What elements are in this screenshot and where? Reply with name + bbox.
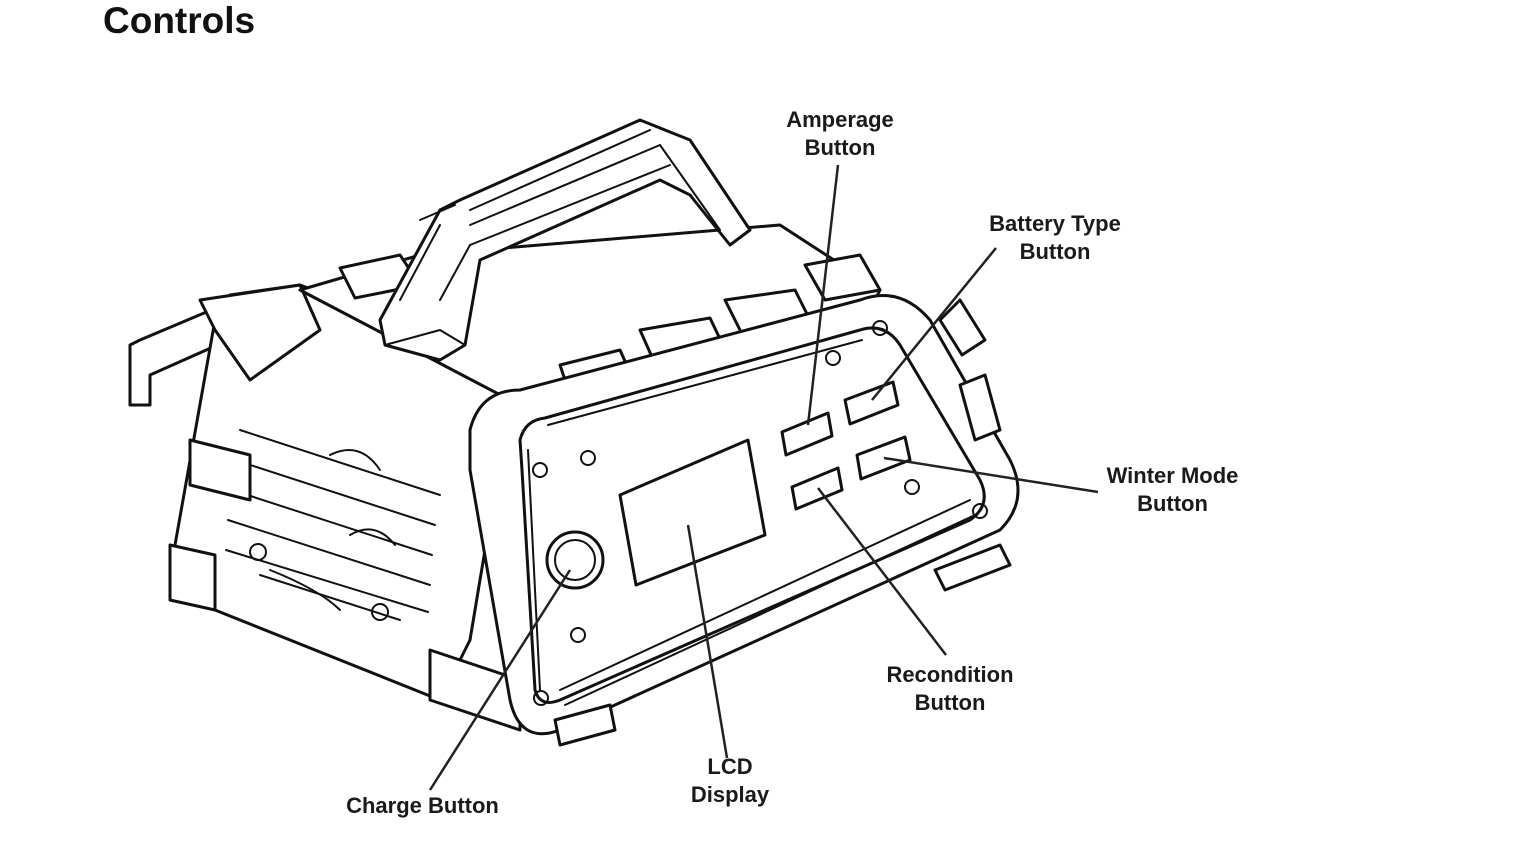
charge-button-label: Charge Button: [346, 793, 499, 818]
battery-type-leader: [871, 247, 997, 401]
recondition-leader: [817, 487, 947, 656]
charge-leader: [428, 569, 572, 791]
lcd-display-label: LCD Display: [690, 754, 770, 807]
page-title: Controls: [103, 0, 256, 41]
recondition-button-label: Recondition Button: [886, 662, 1014, 715]
amperage-button-label: Amperage Button: [786, 107, 894, 160]
winter-mode-button-label: Winter Mode Button: [1106, 463, 1239, 516]
battery-charger-illustration: [128, 118, 1020, 747]
winter-mode-leader: [883, 456, 1099, 494]
battery-type-button-label: Battery Type Button: [989, 211, 1121, 264]
amperage-leader: [806, 164, 840, 426]
lcd-leader: [686, 524, 729, 759]
